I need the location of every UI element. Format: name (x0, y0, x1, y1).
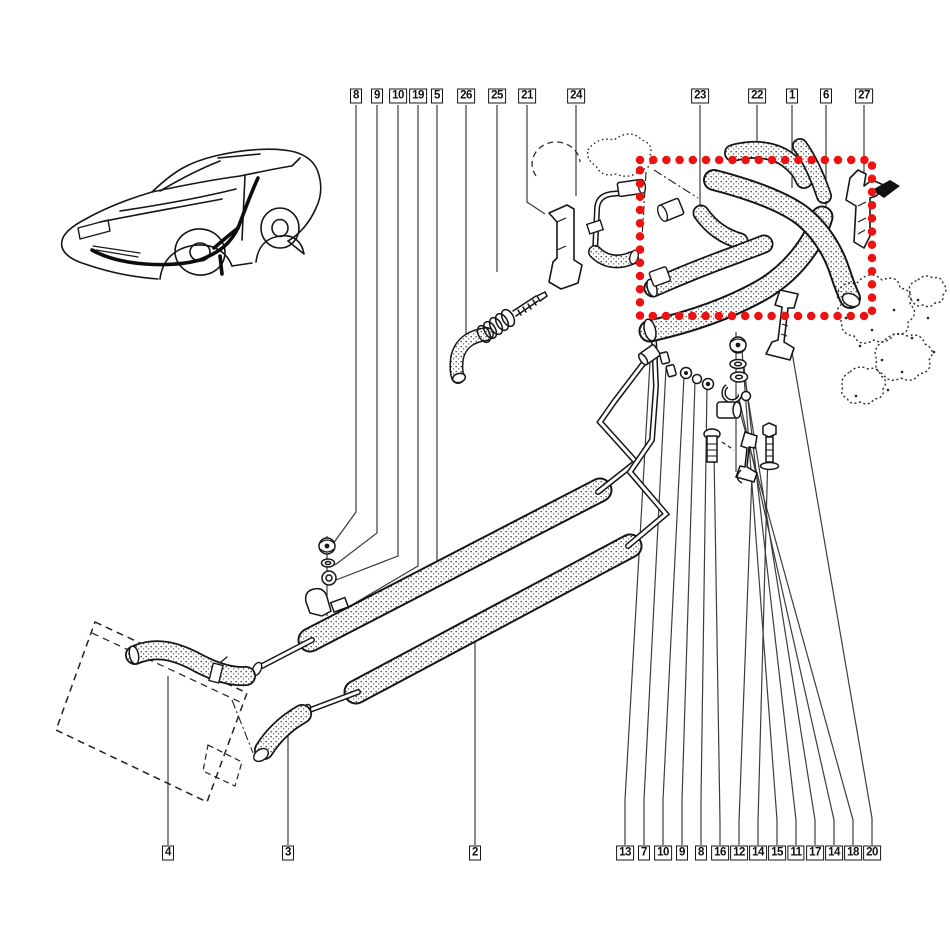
leader-line-17 (744, 378, 816, 845)
leader-line-12 (738, 473, 753, 845)
red-highlight-box (635, 155, 877, 321)
callout-box-16: 16 (711, 845, 729, 861)
leader-line-16 (713, 451, 721, 845)
callout-box-9: 9 (371, 88, 383, 104)
leader-line-20 (791, 351, 873, 845)
bolt-left (703, 428, 735, 463)
callout-box-12: 12 (730, 845, 748, 861)
pipe-bare-ends (251, 337, 671, 719)
callout-box-25: 25 (488, 88, 506, 104)
callout-box-14: 14 (825, 845, 843, 861)
engine-ghost (835, 274, 947, 405)
callout-box-10: 10 (389, 88, 407, 104)
bracket-27 (845, 169, 900, 249)
leader-line-10 (662, 375, 685, 845)
leader-line-11 (743, 365, 797, 845)
callout-box-9: 9 (676, 845, 688, 861)
callout-box-14: 14 (749, 845, 767, 861)
callout-box-21: 21 (518, 88, 536, 104)
callout-box-26: 26 (457, 88, 475, 104)
leader-line-19 (349, 105, 419, 607)
callout-box-11: 11 (787, 845, 805, 861)
callout-box-3: 3 (282, 845, 294, 861)
callout-box-13: 13 (616, 845, 634, 861)
callout-box-1: 1 (786, 88, 798, 104)
leader-line-21 (526, 105, 546, 215)
callout-box-2: 2 (469, 845, 481, 861)
bracket-21 (548, 204, 583, 290)
elbow-fitting (657, 197, 685, 222)
bolt-right (759, 422, 780, 471)
callout-box-24: 24 (567, 88, 585, 104)
support-bracket (765, 289, 799, 361)
leader-line-9 (681, 380, 696, 845)
small-fittings-row (637, 344, 715, 391)
bracket-z (735, 431, 758, 484)
callout-box-18: 18 (844, 845, 862, 861)
callout-box-8: 8 (695, 845, 707, 861)
engine-hoses-group (638, 138, 861, 343)
callout-box-4: 4 (162, 845, 174, 861)
leader-line-8 (700, 385, 708, 845)
leader-line-8 (329, 105, 357, 549)
callout-box-20: 20 (863, 845, 881, 861)
rigid-pipes-assembly (251, 337, 671, 719)
leader-line-13 (624, 361, 651, 845)
callout-box-27: 27 (855, 88, 873, 104)
callout-box-6: 6 (820, 88, 832, 104)
leader-line-18 (739, 411, 854, 845)
hose-4 (125, 640, 256, 687)
callout-box-19: 19 (409, 88, 427, 104)
car-sketch (60, 148, 322, 280)
leader-line-10 (335, 105, 399, 581)
callout-box-22: 22 (748, 88, 766, 104)
leader-line-14 (737, 393, 835, 845)
leader-line-7 (643, 367, 667, 845)
left-washer-set (304, 536, 350, 617)
elbow-fitting-2 (648, 266, 671, 287)
hardware-stack (703, 332, 780, 484)
ghost-parts (531, 133, 699, 239)
callout-box-15: 15 (768, 845, 786, 861)
callout-box-5: 5 (431, 88, 443, 104)
hose-3 (253, 704, 312, 763)
callout-box-10: 10 (654, 845, 672, 861)
callout-box-7: 7 (638, 845, 650, 861)
leader-line-9 (334, 105, 378, 566)
leader-line-15 (741, 349, 778, 845)
callout-box-8: 8 (350, 88, 362, 104)
bleed-hose-and-spring (449, 290, 548, 384)
callout-box-17: 17 (806, 845, 824, 861)
hose-clamp (208, 656, 228, 684)
bleed-screw (512, 290, 548, 317)
spring-coil (476, 308, 516, 344)
callout-box-23: 23 (691, 88, 709, 104)
leader-line-14 (757, 451, 769, 845)
